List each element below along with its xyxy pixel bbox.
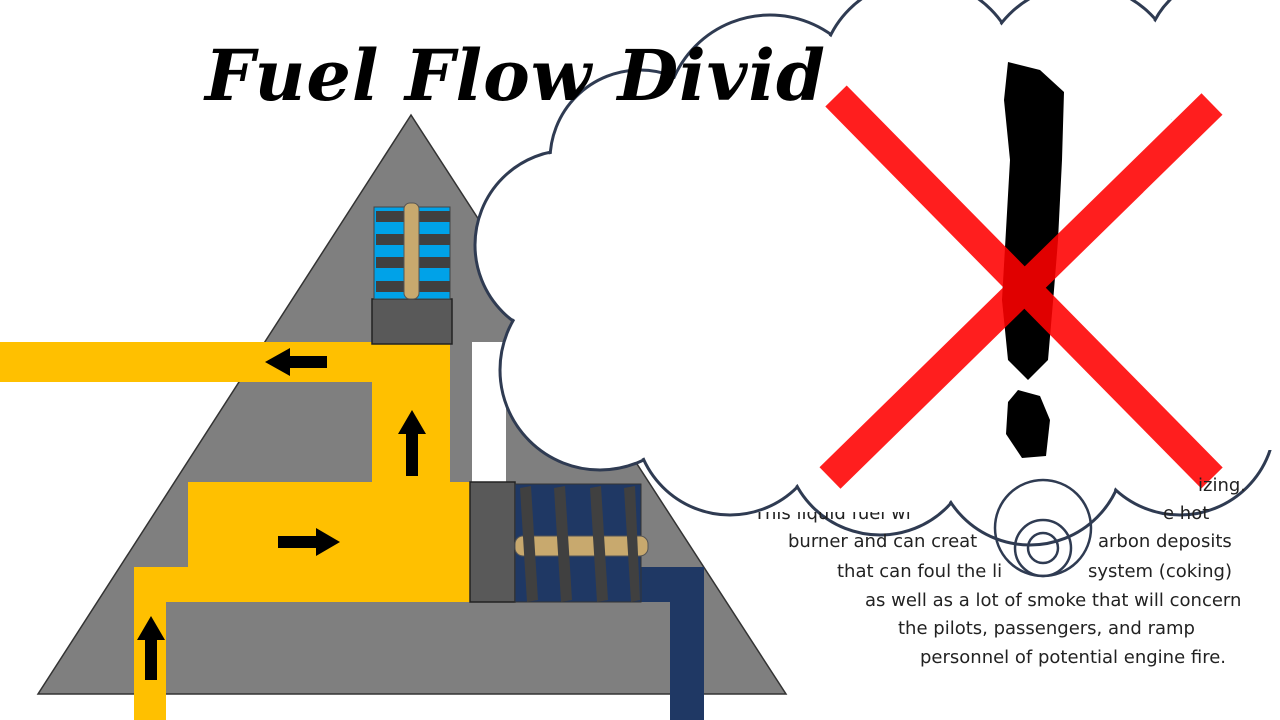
right-spring-coil (590, 486, 608, 602)
top-valve-block (371, 298, 453, 345)
caption-line: personnel of potential engine fire. (920, 647, 1227, 668)
right-spring-coil (520, 486, 538, 602)
caption-line: e hot (1163, 503, 1210, 524)
secondary-outlet-passage-horizontal (640, 567, 704, 602)
caption-line: system (coking) (1088, 561, 1233, 582)
right-valve-block (469, 481, 516, 603)
flow-arrow-up (398, 410, 426, 476)
caption-line: burner and can creat (788, 531, 978, 552)
caption-line: as well as a lot of smoke that will conc… (865, 590, 1242, 611)
diagram-title: Fuel Flow Divid (205, 34, 826, 117)
right-spring-coil (624, 486, 640, 602)
caption-line: izing. (1198, 475, 1247, 496)
thought-tail-circle (1026, 531, 1060, 565)
flow-arrow-up (137, 616, 165, 680)
thought-tail-circle (1013, 518, 1073, 578)
red-x-icon (819, 85, 1223, 489)
top-valve-stem (403, 202, 420, 300)
flow-arrow-left (265, 348, 327, 376)
flow-arrow-right (278, 528, 340, 556)
caption-line: the pilots, passengers, and ramp (898, 618, 1195, 639)
caption-line: arbon deposits (1098, 531, 1232, 552)
thought-cloud (473, 0, 1280, 547)
caption-line: This liquid fuel wi (754, 503, 911, 524)
exclamation-dot (1006, 390, 1050, 458)
caption-line: that can foul the li (837, 561, 1003, 582)
right-spring-coil (554, 486, 572, 602)
right-valve-stem (514, 535, 649, 557)
